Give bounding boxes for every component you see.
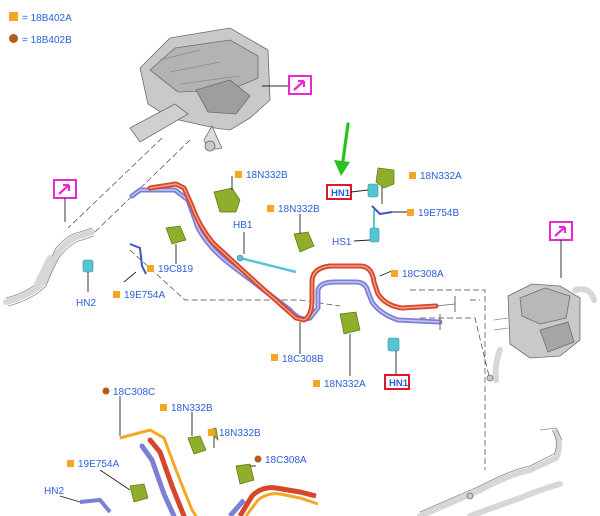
label-hs1: HS1 xyxy=(332,237,352,248)
label-18n332a-lower: 18N332A xyxy=(324,379,366,390)
label-18n332b-mid: 18N332B xyxy=(278,204,320,215)
clip-18n332b-top xyxy=(213,187,241,213)
bleed-hose-hb1 xyxy=(236,232,297,274)
label-hn2-low: HN2 xyxy=(44,486,64,497)
sensor-hs1 xyxy=(369,227,380,243)
label-hb1: HB1 xyxy=(233,220,253,231)
view-icon-left[interactable] xyxy=(53,179,77,222)
label-hn2-left: HN2 xyxy=(76,298,96,309)
label-18c308b: 18C308B xyxy=(282,354,324,365)
label-19e754b: 19E754B xyxy=(418,208,459,219)
green-arrow-icon xyxy=(334,122,350,176)
sensors xyxy=(82,183,400,374)
label-18c308a-right: 18C308A xyxy=(402,269,444,280)
clip-19c819 xyxy=(165,225,187,245)
clip-18n332b-mid xyxy=(293,231,315,253)
view-arrow-icon xyxy=(58,183,71,195)
label-19e754a-left: 19E754A xyxy=(124,290,165,301)
clip-18n332a-top xyxy=(375,167,395,189)
reference-lines xyxy=(67,137,491,470)
clips xyxy=(165,167,395,376)
view-icon-hvac[interactable] xyxy=(288,75,312,95)
label-19c819: 19C819 xyxy=(158,264,193,275)
label-18n332a-top: 18N332A xyxy=(420,171,462,182)
coolant-hoses-main xyxy=(129,181,456,330)
label-18n332b-low1: 18N332B xyxy=(171,403,213,414)
sensor-hn2 xyxy=(82,259,94,273)
label-18n332b-top: 18N332B xyxy=(246,170,288,181)
label-18c308c: 18C308C xyxy=(113,387,155,398)
sensor-hn1-top xyxy=(367,183,379,198)
view-icon-right[interactable] xyxy=(549,221,573,278)
legend-square-marker xyxy=(9,12,18,21)
legend: = 18B402A = 18B402B xyxy=(9,12,72,46)
sensor-hn1-lower xyxy=(387,337,400,352)
legend-text-18b402a: = 18B402A xyxy=(22,13,72,24)
hn1-top-callout[interactable]: HN1 xyxy=(326,184,369,200)
view-arrow-icon xyxy=(554,225,567,237)
label-18c308a-low: 18C308A xyxy=(265,455,307,466)
hvac-unit xyxy=(129,27,289,152)
legend-text-18b402b: = 18B402B xyxy=(22,35,72,46)
hn1-lower-label: HN1 xyxy=(389,378,409,389)
coolant-hoses-lower xyxy=(59,396,563,516)
hn1-lower-callout[interactable]: HN1 xyxy=(384,374,410,390)
aux-heater-unit xyxy=(486,283,597,383)
label-19e754a-low: 19E754A xyxy=(78,459,119,470)
hn1-top-label: HN1 xyxy=(331,188,351,199)
part-labels: 18N332B 18N332A 19E754B 18N332B HB1 HS1 … xyxy=(44,170,462,497)
left-ghost-hoses xyxy=(3,227,95,307)
clip-18n332a-lower xyxy=(339,311,361,335)
legend-circle-marker xyxy=(9,34,18,43)
label-18n332b-low2: 18N332B xyxy=(219,428,261,439)
view-arrow-icon xyxy=(293,79,306,91)
